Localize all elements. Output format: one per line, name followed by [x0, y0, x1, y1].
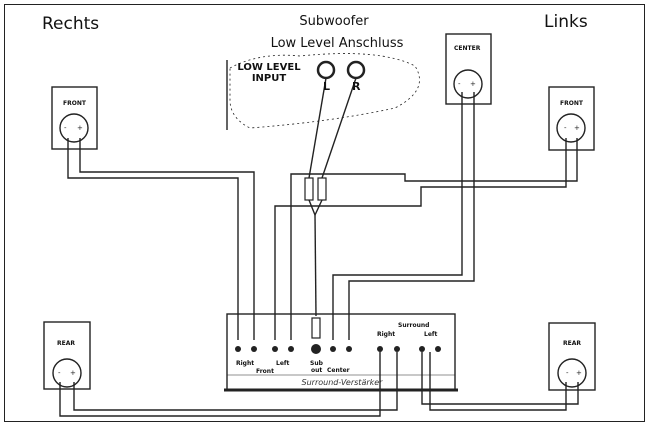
terminal-surround-left-plus — [435, 346, 441, 352]
speaker-front-right — [51, 86, 98, 150]
terminal-front-left-minus — [272, 346, 278, 352]
subwoofer-title: Subwoofer — [299, 14, 369, 29]
rca-jack-r — [346, 60, 366, 80]
terminal-surround-right-minus — [377, 346, 383, 352]
terminal-front-right-plus — [251, 346, 257, 352]
amp-label-surround-left: Left — [424, 331, 438, 338]
rca-plug-l — [304, 177, 314, 201]
channel-r-label: R — [352, 80, 361, 93]
wire-front-left — [274, 138, 567, 340]
amp-label-out: out — [311, 367, 323, 374]
sub-cable — [314, 214, 317, 317]
svg-text:+: + — [574, 124, 580, 132]
speaker-center-cone — [453, 69, 483, 99]
wire-front-right — [67, 138, 239, 340]
svg-text:-: - — [458, 80, 461, 88]
label-rechts: Rechts — [42, 14, 100, 34]
low-level-input-label: LOW LEVEL INPUT — [237, 62, 301, 84]
rca-plug-r — [317, 177, 327, 201]
subwoofer-outline — [229, 53, 420, 129]
terminal-front-left-plus — [288, 346, 294, 352]
terminal-center-plus — [346, 346, 352, 352]
speaker-rear-right-label: REAR — [57, 340, 75, 347]
speaker-front-left-label: FRONT — [560, 100, 583, 107]
svg-text:+: + — [70, 369, 76, 377]
speaker-front-right-cone — [59, 113, 89, 143]
speaker-front-right-label: FRONT — [63, 100, 86, 107]
sub-cable-r — [321, 77, 357, 179]
speaker-front-left-cone — [556, 113, 586, 143]
svg-text:-: - — [64, 124, 67, 132]
wire-rear-right — [59, 352, 381, 417]
terminal-surround-left-minus — [419, 346, 425, 352]
terminal-surround-right-plus — [394, 346, 400, 352]
terminal-sub-out — [311, 344, 321, 354]
wire-center — [332, 92, 463, 340]
speaker-rear-left — [548, 322, 596, 391]
sub-plug — [311, 317, 321, 339]
svg-text:-: - — [58, 369, 61, 377]
amp-label-surround: Surround — [398, 322, 430, 329]
rca-jack-l — [316, 60, 336, 80]
svg-text:-: - — [564, 124, 567, 132]
speaker-center-label: CENTER — [454, 45, 481, 52]
amp-label-front: Front — [256, 368, 274, 375]
terminal-center-minus — [330, 346, 336, 352]
speaker-rear-left-label: REAR — [563, 340, 581, 347]
amp-label-sub: Sub — [310, 360, 323, 367]
subwoofer-subtitle: Low Level Anschluss — [270, 36, 404, 51]
label-links: Links — [544, 12, 588, 32]
amp-label-surround-right: Right — [377, 331, 396, 338]
channel-l-label: L — [323, 80, 331, 93]
svg-text:+: + — [470, 80, 476, 88]
speaker-rear-left-cone — [557, 358, 587, 388]
sub-cable-l — [308, 77, 327, 179]
speaker-center — [445, 33, 492, 105]
speaker-front-left — [548, 86, 595, 151]
speaker-rear-right-cone — [52, 358, 82, 388]
amp-label-left: Left — [276, 360, 290, 367]
speaker-rear-right — [43, 321, 91, 390]
svg-text:-: - — [566, 369, 569, 377]
wire-rear-left — [429, 352, 567, 411]
svg-text:+: + — [77, 124, 83, 132]
diagram-frame — [4, 4, 645, 422]
amp-label-center: Center — [327, 367, 350, 374]
amplifier-name: Surround-Verstärker — [301, 378, 383, 387]
svg-text:+: + — [576, 369, 582, 377]
amp-label-right: Right — [236, 360, 255, 367]
terminal-front-right-minus — [235, 346, 241, 352]
